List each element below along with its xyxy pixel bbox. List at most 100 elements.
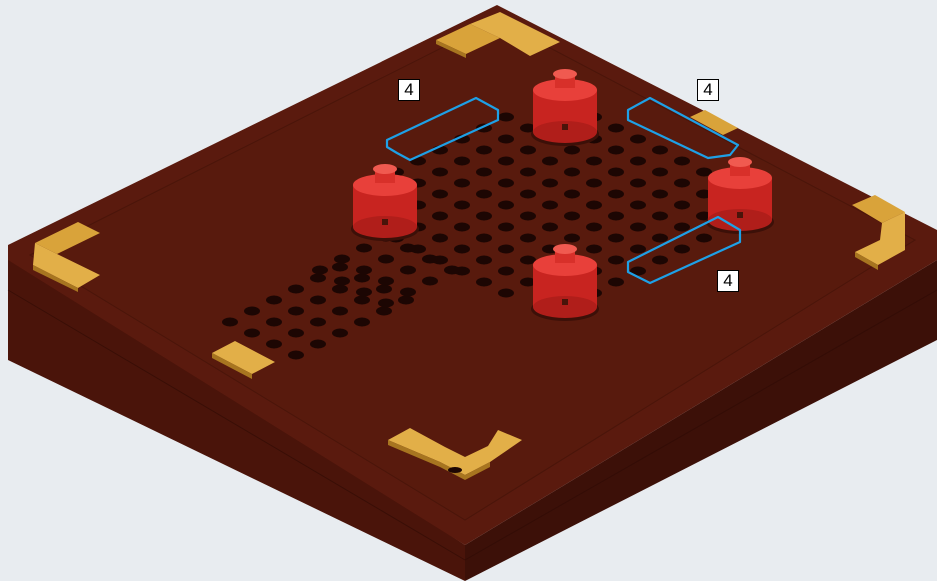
stud (398, 295, 414, 305)
stud (244, 306, 260, 316)
stud (674, 156, 690, 166)
stud (542, 200, 558, 210)
baseplate-top-inner (28, 19, 917, 521)
stud (520, 189, 536, 199)
stud (266, 317, 282, 327)
stud (476, 189, 492, 199)
stud (652, 255, 668, 265)
stud (454, 200, 470, 210)
stud (498, 178, 514, 188)
stud (476, 255, 492, 265)
stud (652, 145, 668, 155)
stud (266, 295, 282, 305)
gold-tile-top (436, 12, 560, 58)
stud (696, 167, 712, 177)
stud (586, 222, 602, 232)
stud (476, 233, 492, 243)
stud (564, 145, 580, 155)
stud (520, 233, 536, 243)
stud (608, 167, 624, 177)
stud (288, 328, 304, 338)
stud (520, 211, 536, 221)
stud (498, 244, 514, 254)
stud (498, 266, 514, 276)
stud (334, 276, 350, 286)
stud (630, 200, 646, 210)
stud (630, 178, 646, 188)
stud (630, 156, 646, 166)
stud (288, 284, 304, 294)
stud (310, 273, 326, 283)
stud (378, 298, 394, 308)
stud (564, 189, 580, 199)
stud (564, 233, 580, 243)
stud (498, 222, 514, 232)
gold-tile-left-edge (212, 341, 275, 379)
stud (444, 265, 460, 275)
stud (476, 277, 492, 287)
stud (288, 306, 304, 316)
stud (356, 265, 372, 275)
stud (332, 284, 348, 294)
stud (376, 306, 392, 316)
stud (542, 178, 558, 188)
stud (310, 317, 326, 327)
stud (354, 317, 370, 327)
stud (586, 178, 602, 188)
stud (476, 167, 492, 177)
stud (310, 339, 326, 349)
stud (422, 276, 438, 286)
quantity-callout: 4 (697, 79, 719, 101)
stud (422, 254, 438, 264)
stud (542, 244, 558, 254)
stud (630, 244, 646, 254)
stud (476, 211, 492, 221)
stud (354, 295, 370, 305)
stud (652, 189, 668, 199)
stud (400, 287, 416, 297)
stud (454, 134, 470, 144)
stud (520, 277, 536, 287)
stud (378, 276, 394, 286)
stud (432, 189, 448, 199)
stud (630, 222, 646, 232)
stud (356, 287, 372, 297)
stud (498, 134, 514, 144)
stud (354, 273, 370, 283)
gold-tile-bottom (388, 428, 522, 480)
stud (454, 244, 470, 254)
gold-tile-right (852, 195, 905, 270)
stud (608, 233, 624, 243)
stud (674, 178, 690, 188)
placement-outline-upper-right (626, 96, 740, 160)
stud (674, 200, 690, 210)
stud (564, 167, 580, 177)
stud (520, 145, 536, 155)
stud-field (222, 112, 734, 360)
stud (674, 222, 690, 232)
stud (520, 255, 536, 265)
stud (520, 167, 536, 177)
stud (332, 306, 348, 316)
stud (586, 156, 602, 166)
stud (652, 167, 668, 177)
stud (498, 156, 514, 166)
stud (432, 233, 448, 243)
red-round-brick (351, 164, 419, 241)
stud (378, 254, 394, 264)
stud (520, 123, 536, 133)
stud (608, 255, 624, 265)
stud (608, 145, 624, 155)
stud (674, 244, 690, 254)
stud (288, 350, 304, 360)
stud (332, 328, 348, 338)
stud (332, 262, 348, 272)
stud (630, 134, 646, 144)
quantity-callout: 4 (398, 79, 420, 101)
stud (454, 178, 470, 188)
placement-outline-lower-right (626, 215, 742, 285)
gold-tile-top-right (690, 110, 738, 135)
stud (400, 243, 416, 253)
stud (376, 284, 392, 294)
